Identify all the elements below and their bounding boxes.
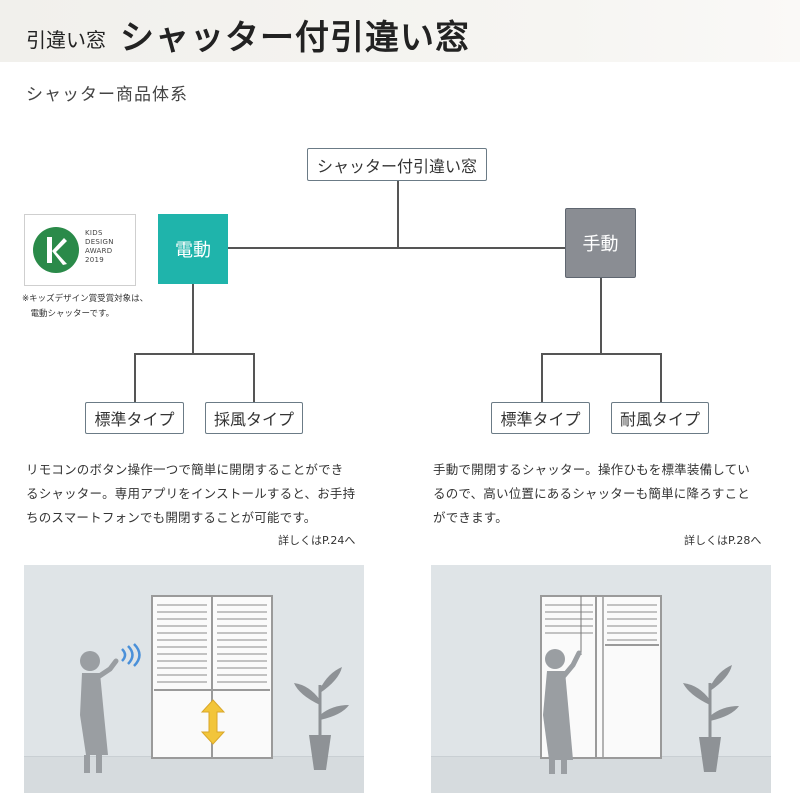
manual-shutter-illustration [431,565,771,793]
electric-standard-type: 標準タイプ [85,402,184,434]
electric-shutter-illustration [24,565,364,793]
category-label: 引違い窓 [26,28,106,52]
manual-description: 手動で開閉するシャッター。操作ひもを標準装備してい るので、高い位置にあるシャッ… [433,458,750,530]
up-down-arrow-icon [201,699,225,745]
description-line: 手動で開閉するシャッター。操作ひもを標準装備してい [433,462,751,477]
description-line: リモコンのボタン操作一つで簡単に開閉することができ [26,462,344,477]
award-text-line: AWARD [85,247,113,255]
electric-ventilation-type: 採風タイプ [205,402,303,434]
award-note-line: 電動シャッターです。 [22,309,115,319]
kids-design-award-badge: KIDS DESIGN AWARD 2019 [24,214,136,286]
description-line: ちのスマートフォンでも開閉することが可能です。 [26,510,317,525]
page-title: シャッター付引違い窓 [120,18,470,58]
kids-design-award-logo-icon [33,227,79,273]
electric-description: リモコンのボタン操作一つで簡単に開閉することができ るシャッター。専用アプリをイ… [26,458,355,530]
description-line: るシャッター。専用アプリをインストールすると、お手持 [26,486,356,501]
award-text-line: DESIGN [85,238,114,246]
award-text-line: 2019 [85,256,105,264]
signal-waves-icon [121,643,141,667]
manual-standard-type: 標準タイプ [491,402,590,434]
page-header: 引違い窓 シャッター付引違い窓 [0,0,800,62]
manual-wind-resistant-type: 耐風タイプ [611,402,709,434]
award-note: ※キッズデザイン賞受賞対象は、 電動シャッターです。 [22,292,148,322]
award-text-line: KIDS [85,229,103,237]
manual-node: 手動 [565,208,636,278]
manual-page-ref[interactable]: 詳しくはP.28へ [684,534,762,547]
award-note-line: ※キッズデザイン賞受賞対象は、 [22,294,149,304]
electric-page-ref[interactable]: 詳しくはP.24へ [278,534,356,547]
electric-node: 電動 [158,214,228,284]
diagram-root: シャッター付引違い窓 [307,148,487,181]
description-line: ができます。 [433,510,508,525]
description-line: るので、高い位置にあるシャッターも簡単に降ろすこと [433,486,751,501]
section-title: シャッター商品体系 [26,85,188,105]
